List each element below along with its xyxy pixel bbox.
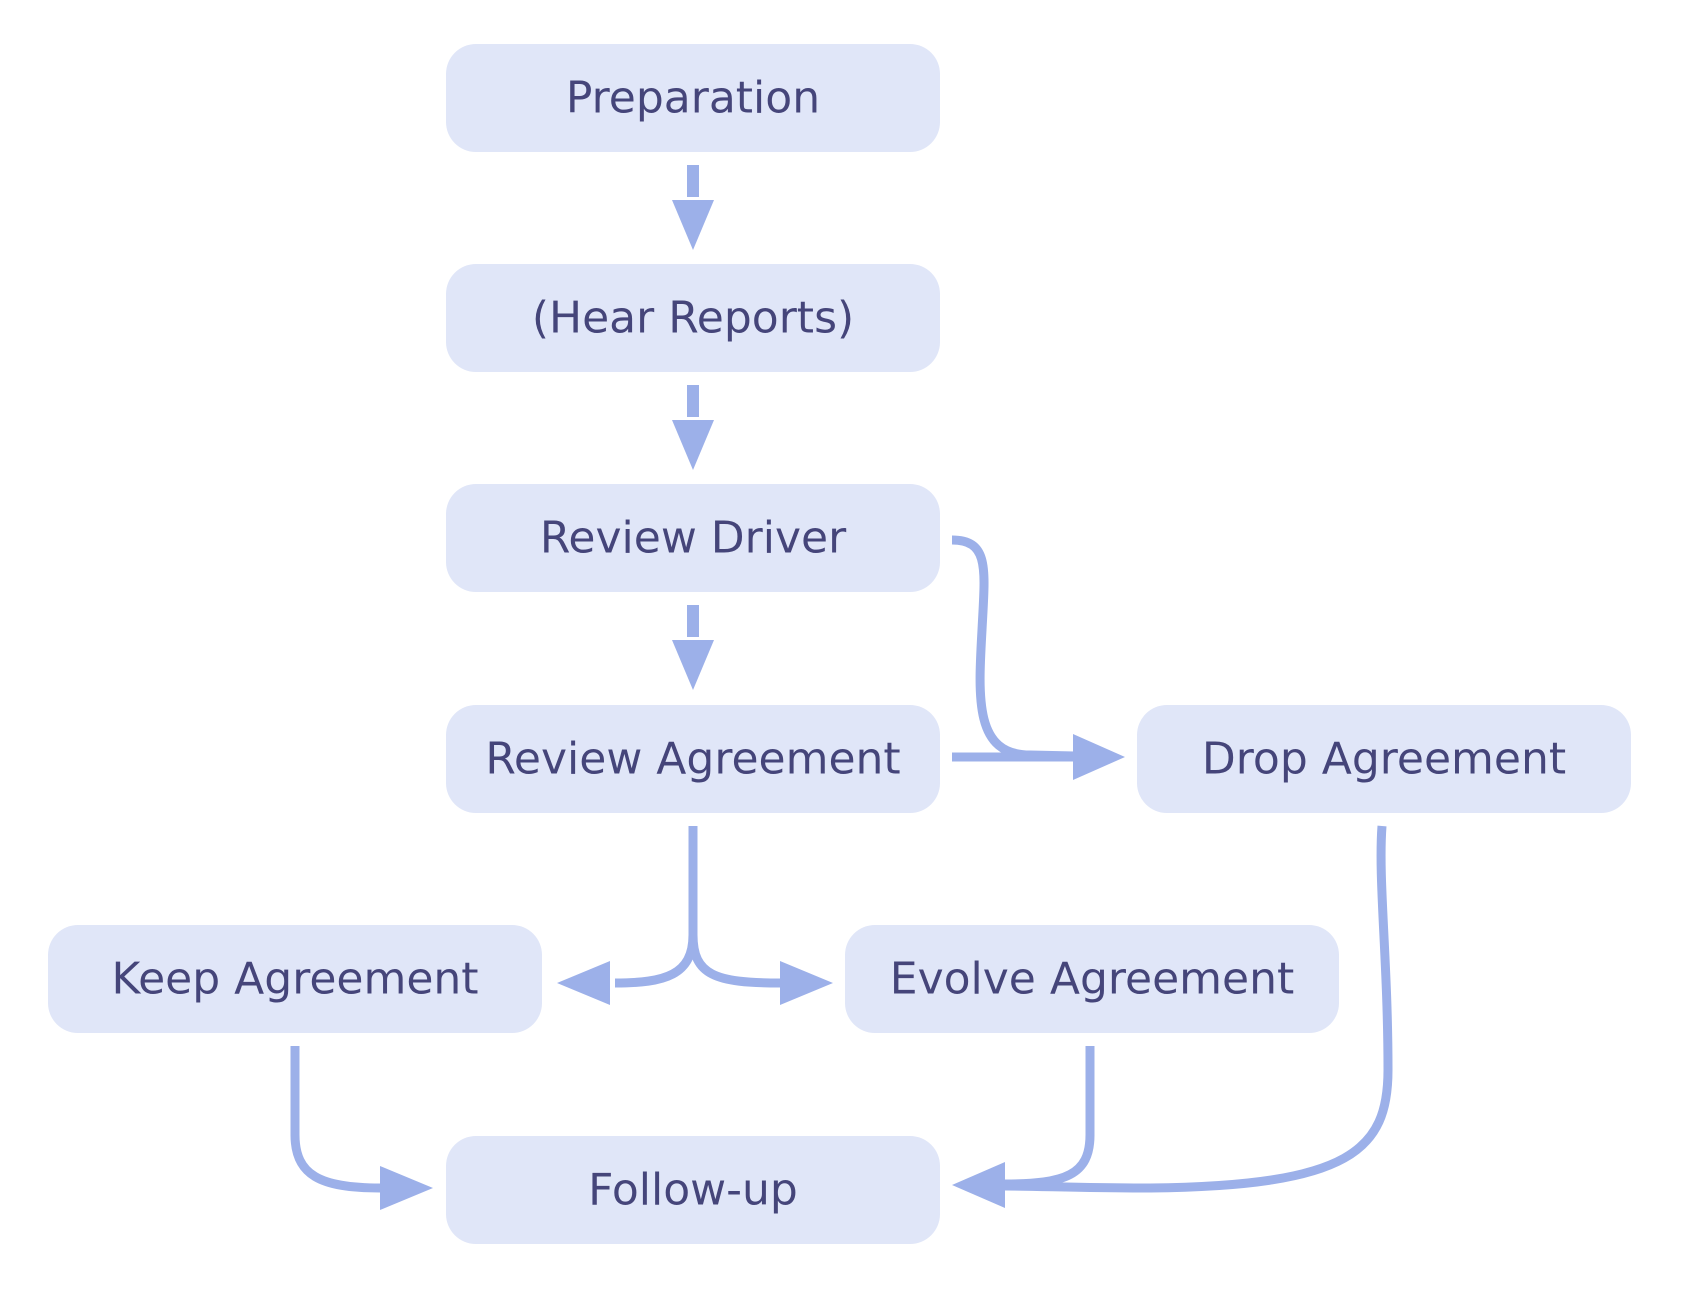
edge-review-agreement-to-keep-and-evolve (557, 826, 833, 1005)
edges (290, 165, 1393, 1210)
arrowhead (672, 200, 714, 250)
node-drop-agreement[interactable]: Drop Agreement (1137, 705, 1631, 813)
edge-review-agreement-to-drop-agreement (952, 734, 1125, 780)
node-label: Keep Agreement (111, 954, 478, 1005)
edge-preparation-to-hear-reports (672, 165, 714, 250)
node-evolve-agreement[interactable]: Evolve Agreement (845, 925, 1339, 1033)
edge-keep-agreement-to-follow-up (290, 1046, 433, 1210)
arrowhead (952, 1162, 1005, 1208)
node-keep-agreement[interactable]: Keep Agreement (48, 925, 542, 1033)
node-review-agreement[interactable]: Review Agreement (446, 705, 940, 813)
arrowhead (780, 961, 833, 1005)
node-label: Drop Agreement (1202, 734, 1566, 785)
node-label: Evolve Agreement (890, 954, 1294, 1005)
arrowhead (672, 420, 714, 470)
node-review-driver[interactable]: Review Driver (446, 484, 940, 592)
node-label: (Hear Reports) (532, 293, 854, 344)
arrowhead (557, 961, 610, 1005)
nodes: Preparation (Hear Reports) Review Driver… (48, 44, 1631, 1244)
edge-review-driver-to-review-agreement (672, 605, 714, 690)
arrowhead (1073, 734, 1125, 780)
node-label: Review Agreement (485, 734, 900, 785)
node-hear-reports[interactable]: (Hear Reports) (446, 264, 940, 372)
edge-drop-agreement-to-follow-up (1004, 825, 1393, 1193)
arrowhead (380, 1166, 433, 1210)
node-follow-up[interactable]: Follow-up (446, 1136, 940, 1244)
node-label: Follow-up (588, 1165, 798, 1216)
node-preparation[interactable]: Preparation (446, 44, 940, 152)
arrowhead (672, 640, 714, 690)
node-label: Preparation (566, 73, 820, 124)
edge-review-driver-to-drop-agreement (951, 535, 1076, 761)
edge-hear-reports-to-review-driver (672, 385, 714, 470)
node-label: Review Driver (540, 513, 847, 564)
